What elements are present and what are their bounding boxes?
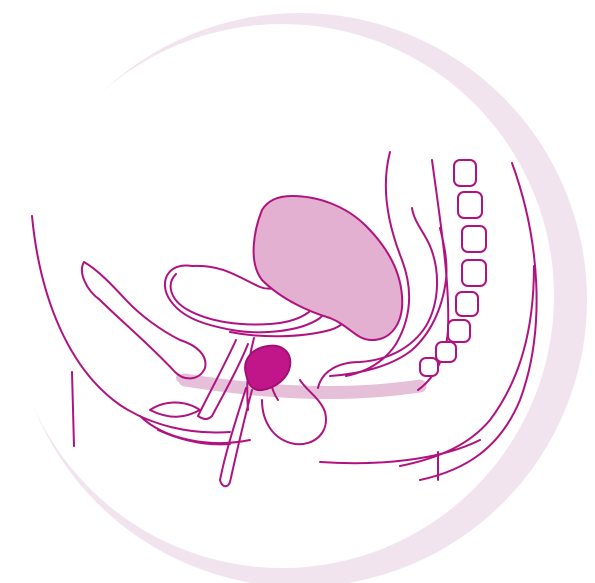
vertebra	[454, 160, 476, 186]
vertebra	[458, 192, 482, 218]
vertebra	[456, 292, 478, 316]
vertebra	[448, 320, 470, 342]
vertebra	[420, 358, 438, 376]
vertebra	[462, 260, 486, 286]
vertebra	[462, 226, 486, 252]
vertebra	[436, 342, 456, 362]
